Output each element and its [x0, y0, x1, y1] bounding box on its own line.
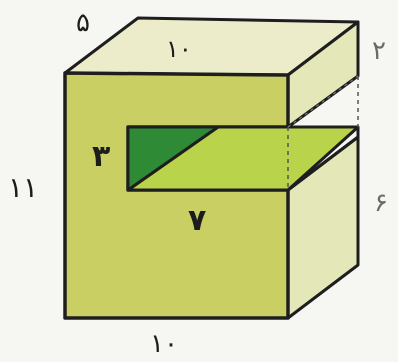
hidden-edge-back: [287, 75, 359, 128]
label-width-top: ۱۰: [166, 35, 192, 63]
shelf-edge: [287, 135, 359, 192]
label-width-bottom: ۱۰: [150, 329, 178, 359]
label-depth-top-left: ۵: [76, 8, 90, 38]
label-notch-width: ۷: [188, 203, 207, 238]
label-height-left: ۱۱: [8, 171, 39, 204]
label-depth-top-right: ۲: [372, 36, 386, 66]
notch-inner-face: [126, 125, 220, 192]
label-notch-height: ۳: [92, 139, 111, 174]
front-face: [63, 71, 290, 320]
label-height-right: ۶: [374, 188, 388, 218]
